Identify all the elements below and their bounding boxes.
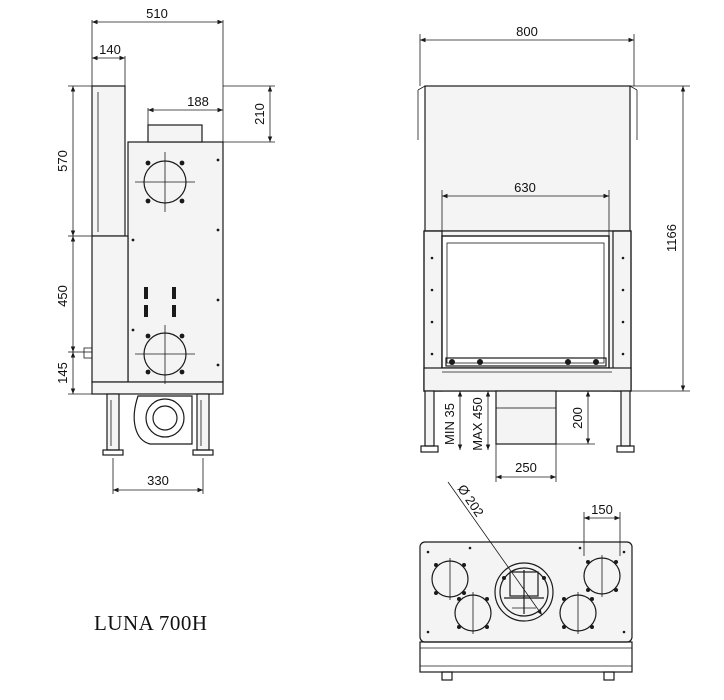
front-bottom-box (495, 390, 557, 445)
drawing-title: LUNA 700H (94, 611, 208, 635)
dim-side-width: 510 (146, 6, 168, 21)
dim-front-base-width: 250 (515, 460, 537, 475)
dim-side-offset: 140 (99, 42, 121, 57)
side-flue-collar (147, 124, 203, 143)
front-legs (420, 390, 635, 453)
top-central-flue (494, 562, 554, 622)
side-upper-inlet (135, 152, 195, 212)
side-bottom-duct (133, 395, 193, 445)
dim-front-glass: 630 (514, 180, 536, 195)
top-inlet-right-lower (559, 592, 597, 634)
dim-front-base-height: 200 (570, 407, 585, 429)
dim-side-middle: 450 (55, 285, 70, 307)
side-dimensions: 510 140 188 210 570 450 145 330 (55, 6, 275, 494)
side-slots (144, 287, 176, 317)
front-dimensions: 800 630 1166 MIN 35 MAX 450 200 250 (419, 24, 690, 482)
front-view: 800 630 1166 MIN 35 MAX 450 200 250 (417, 24, 690, 482)
dim-side-lower: 145 (55, 362, 70, 384)
dim-side-legs: 330 (147, 473, 169, 488)
dim-front-min: MIN 35 (442, 403, 457, 445)
dim-side-flue: 188 (187, 94, 209, 109)
dim-side-upper: 570 (55, 150, 70, 172)
top-inlet-right-upper (583, 555, 621, 597)
side-lower-inlet (135, 325, 195, 384)
dim-top-diameter: Ø 202 (455, 482, 487, 520)
dim-front-height: 1166 (664, 224, 679, 252)
side-view: 510 140 188 210 570 450 145 330 (55, 6, 275, 494)
side-rear-panel (91, 85, 126, 237)
dim-side-flue-height: 210 (252, 103, 267, 125)
top-inlet-left-lower (454, 592, 492, 634)
dim-top-outlet: 150 (591, 502, 613, 517)
top-inlet-left-upper (431, 558, 469, 600)
dim-front-width: 800 (516, 24, 538, 39)
top-view: Ø 202 150 (419, 482, 633, 681)
front-glass-door (441, 235, 610, 369)
side-base (91, 381, 224, 395)
front-hood (424, 85, 631, 232)
side-body (127, 141, 224, 383)
dim-front-max: MAX 450 (470, 397, 485, 450)
side-legs (102, 393, 214, 456)
